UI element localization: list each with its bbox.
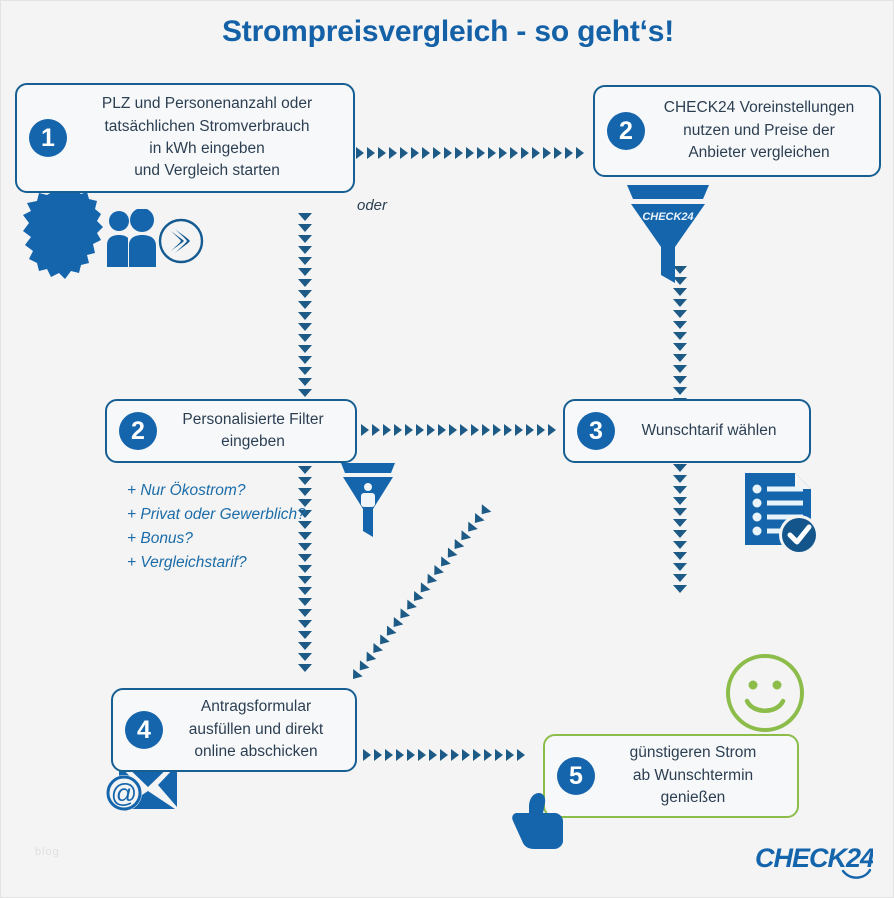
- connector-label-or: oder: [357, 197, 388, 214]
- filter-item-3: + Bonus?: [127, 530, 193, 548]
- step-text-4: Antragsformular ausfüllen und direkt onl…: [188, 698, 324, 761]
- step-box-5[interactable]: 5 günstigeren Strom ab Wunschtermin geni…: [543, 734, 799, 818]
- blog-watermark: blog: [35, 846, 60, 858]
- step-badge-3: 3: [577, 412, 615, 450]
- step-text-5: günstigeren Strom ab Wunschtermin genieß…: [629, 744, 757, 807]
- arrow-step4-to-step5: [363, 749, 533, 761]
- check24-logo-text: CHECK24: [755, 843, 873, 873]
- step-badge-2-mid: 2: [119, 412, 157, 450]
- step-text-1: PLZ und Personenanzahl oder tatsächliche…: [101, 95, 313, 180]
- step-box-3[interactable]: 3 Wunschtarif wählen: [563, 399, 811, 463]
- step-box-4[interactable]: 4 Antragsformular ausfüllen und direkt o…: [111, 688, 357, 772]
- step-text-3: Wunschtarif wählen: [641, 421, 777, 439]
- smiley-icon: [726, 654, 804, 732]
- check24-funnel-icon: CHECK24: [627, 185, 709, 283]
- step-badge-1: 1: [29, 119, 67, 157]
- step-box-1[interactable]: 1 PLZ und Personenanzahl oder tatsächlic…: [15, 83, 355, 193]
- filter-list: + Nur Ökostrom? + Privat oder Gewerblich…: [127, 479, 306, 575]
- step-badge-4: 4: [125, 711, 163, 749]
- filter-item-1: + Nur Ökostrom?: [127, 482, 246, 499]
- arrow-step2-to-step3: [361, 424, 559, 436]
- arrow-step1-to-step2: [356, 147, 588, 159]
- step-box-2-top[interactable]: 2 CHECK24 Voreinstellungen nutzen und Pr…: [593, 85, 881, 177]
- people-icon: [107, 209, 156, 267]
- check24-logo[interactable]: CHECK24: [755, 841, 873, 881]
- thumbs-up-icon: [512, 793, 563, 849]
- page-title: Strompreisvergleich - so geht‘s!: [221, 15, 675, 48]
- filter-item-2: + Privat oder Gewerblich?: [127, 506, 306, 524]
- step-text-2-mid: Personalisierte Filter eingeben: [182, 410, 324, 450]
- funnel-person-icon: [341, 463, 395, 537]
- step-box-2-mid[interactable]: 2 Personalisierte Filter eingeben: [105, 399, 357, 463]
- step-text-2-top: CHECK24 Voreinstellungen nutzen und Prei…: [663, 99, 855, 162]
- svg-text:CHECK24: CHECK24: [642, 211, 693, 223]
- svg-text:@: @: [111, 778, 137, 808]
- document-check-icon: [745, 473, 819, 555]
- filter-item-4: + Vergleichstarif?: [127, 554, 247, 572]
- step-badge-5: 5: [557, 757, 595, 795]
- energy-bolt-icon: [158, 218, 204, 264]
- step-badge-2-top: 2: [607, 112, 645, 150]
- germany-map-icon: [23, 189, 103, 279]
